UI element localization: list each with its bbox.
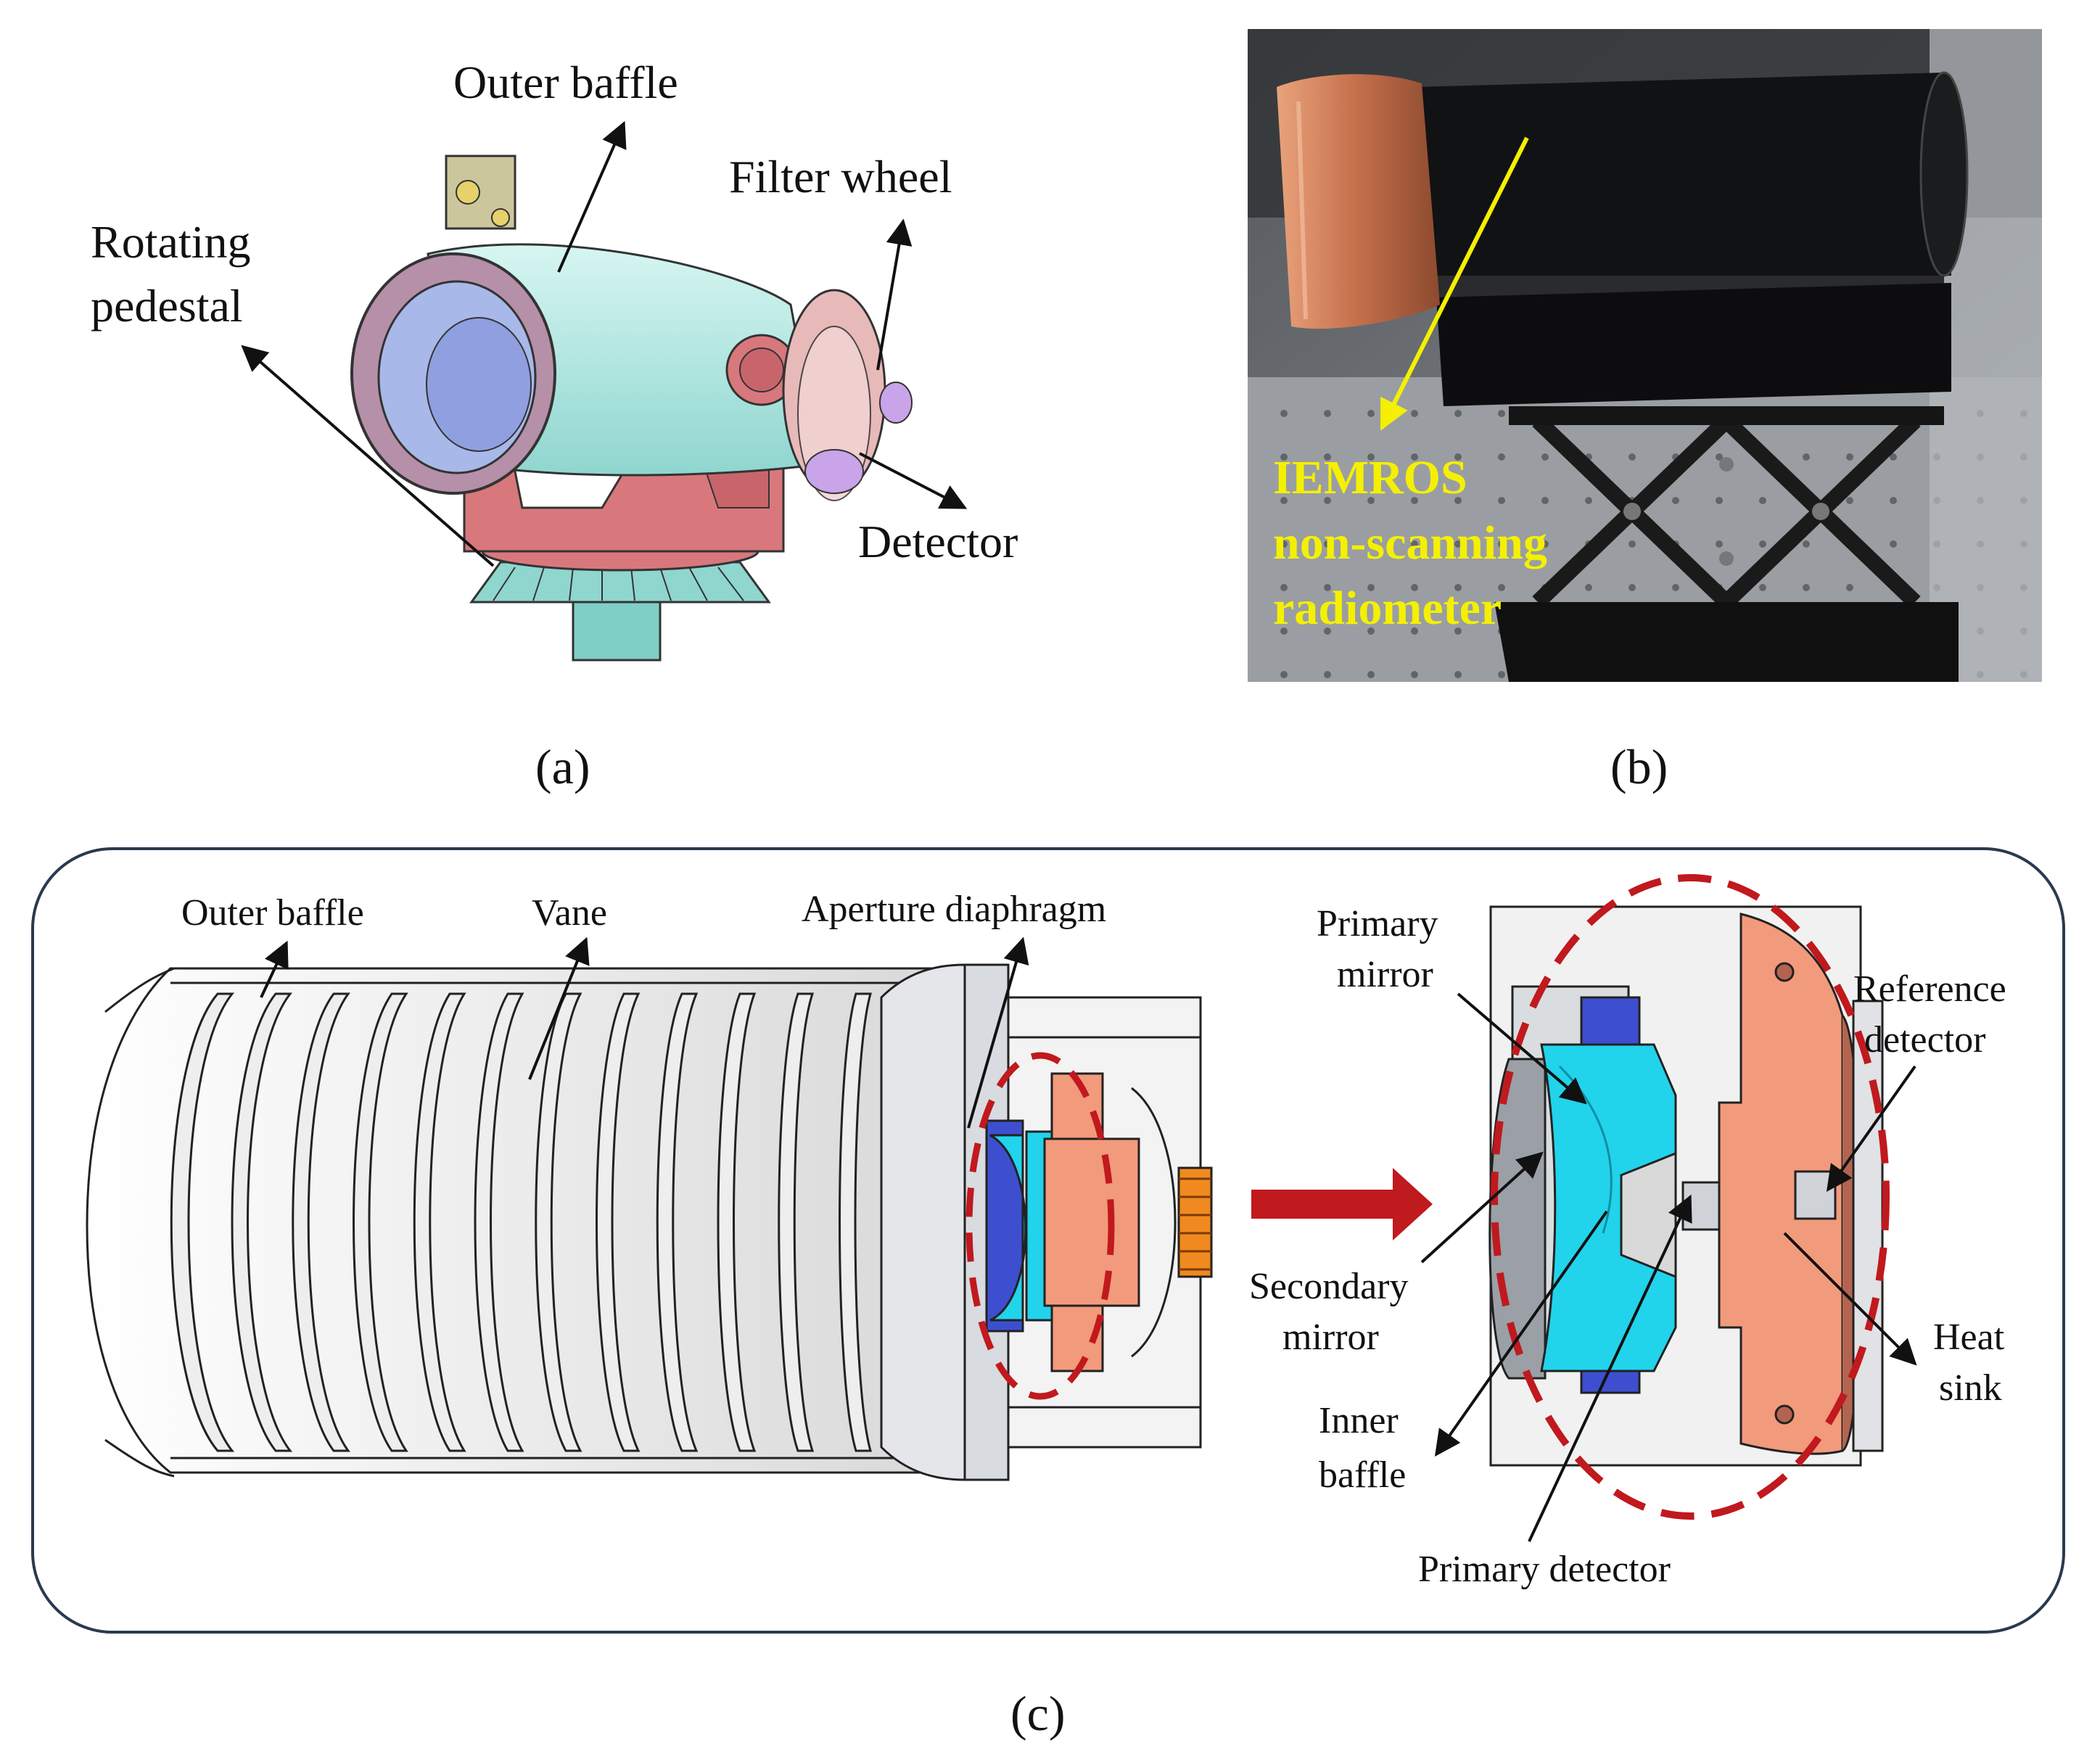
label-reference-2: detector [1864, 1019, 1985, 1061]
label-heat-2: sink [1939, 1367, 2002, 1409]
panel-c: Outer baffle Vane Aperture diaphragm Pri… [31, 847, 2065, 1741]
label-heat-1: Heat [1933, 1317, 2005, 1358]
outer-baffle-drawing [350, 155, 821, 495]
panel-c-frame [31, 847, 2065, 1634]
zoom-arrow [1251, 1168, 1433, 1240]
label-filter-wheel: Filter wheel [729, 151, 952, 202]
label-reference-1: Reference [1853, 968, 2006, 1010]
arrow-primary-mirror [1457, 992, 1587, 1105]
label-iemros-line1: IEMROS [1273, 451, 1467, 504]
panel-a: Outer baffle Filter wheel Rotating pedes… [91, 57, 1018, 794]
label-vane: Vane [532, 892, 607, 934]
zoom-detail-drawing [1488, 905, 1884, 1467]
label-rotating-line2: pedestal [91, 280, 243, 332]
caption-c: (c) [1010, 1686, 1065, 1741]
label-aperture: Aperture diaphragm [802, 889, 1106, 930]
arrow-detector-a [859, 452, 968, 509]
label-primary-mirror-1: Primary [1317, 903, 1438, 944]
arrow-outer-baffle-c [260, 940, 289, 998]
arrow-vane [528, 936, 590, 1080]
label-iemros-line2: non-scanning [1273, 516, 1547, 569]
label-detector-a: Detector [858, 516, 1018, 567]
filter-wheel-drawing [782, 289, 913, 501]
label-secondary-1: Secondary [1249, 1266, 1408, 1307]
label-inner-1: Inner [1319, 1400, 1399, 1441]
arrow-secondary [1420, 1151, 1544, 1264]
arrow-aperture [967, 936, 1029, 1129]
label-primary-mirror-2: mirror [1337, 954, 1433, 995]
label-outer-baffle-a: Outer baffle [453, 57, 678, 108]
arrow-inner-baffle [1434, 1210, 1608, 1457]
arrow-filter-wheel [876, 218, 913, 371]
label-primary-detector: Primary detector [1418, 1549, 1671, 1590]
label-rotating-line1: Rotating [91, 216, 250, 268]
zoom-ring-small [965, 1052, 1115, 1400]
label-iemros-line3: radiometer [1273, 582, 1502, 635]
arrow-outer-baffle-a [557, 120, 627, 273]
arrow-reference [1826, 1065, 1916, 1192]
arrow-heat-sink [1783, 1232, 1917, 1366]
arrow-primary-detector [1528, 1194, 1692, 1542]
panel-b: IEMROS non-scanning radiometer (b) [1248, 29, 2042, 794]
label-secondary-2: mirror [1282, 1317, 1379, 1358]
label-outer-baffle-c: Outer baffle [181, 892, 364, 934]
photo-radiometer [1248, 29, 2042, 682]
caption-a: (a) [535, 739, 590, 794]
label-inner-2: baffle [1319, 1454, 1406, 1496]
cross-section-drawing [86, 963, 1213, 1481]
caption-b: (b) [1610, 739, 1668, 794]
arrow-rotating-pedestal [241, 345, 495, 567]
arrow-iemros [1380, 136, 1529, 431]
